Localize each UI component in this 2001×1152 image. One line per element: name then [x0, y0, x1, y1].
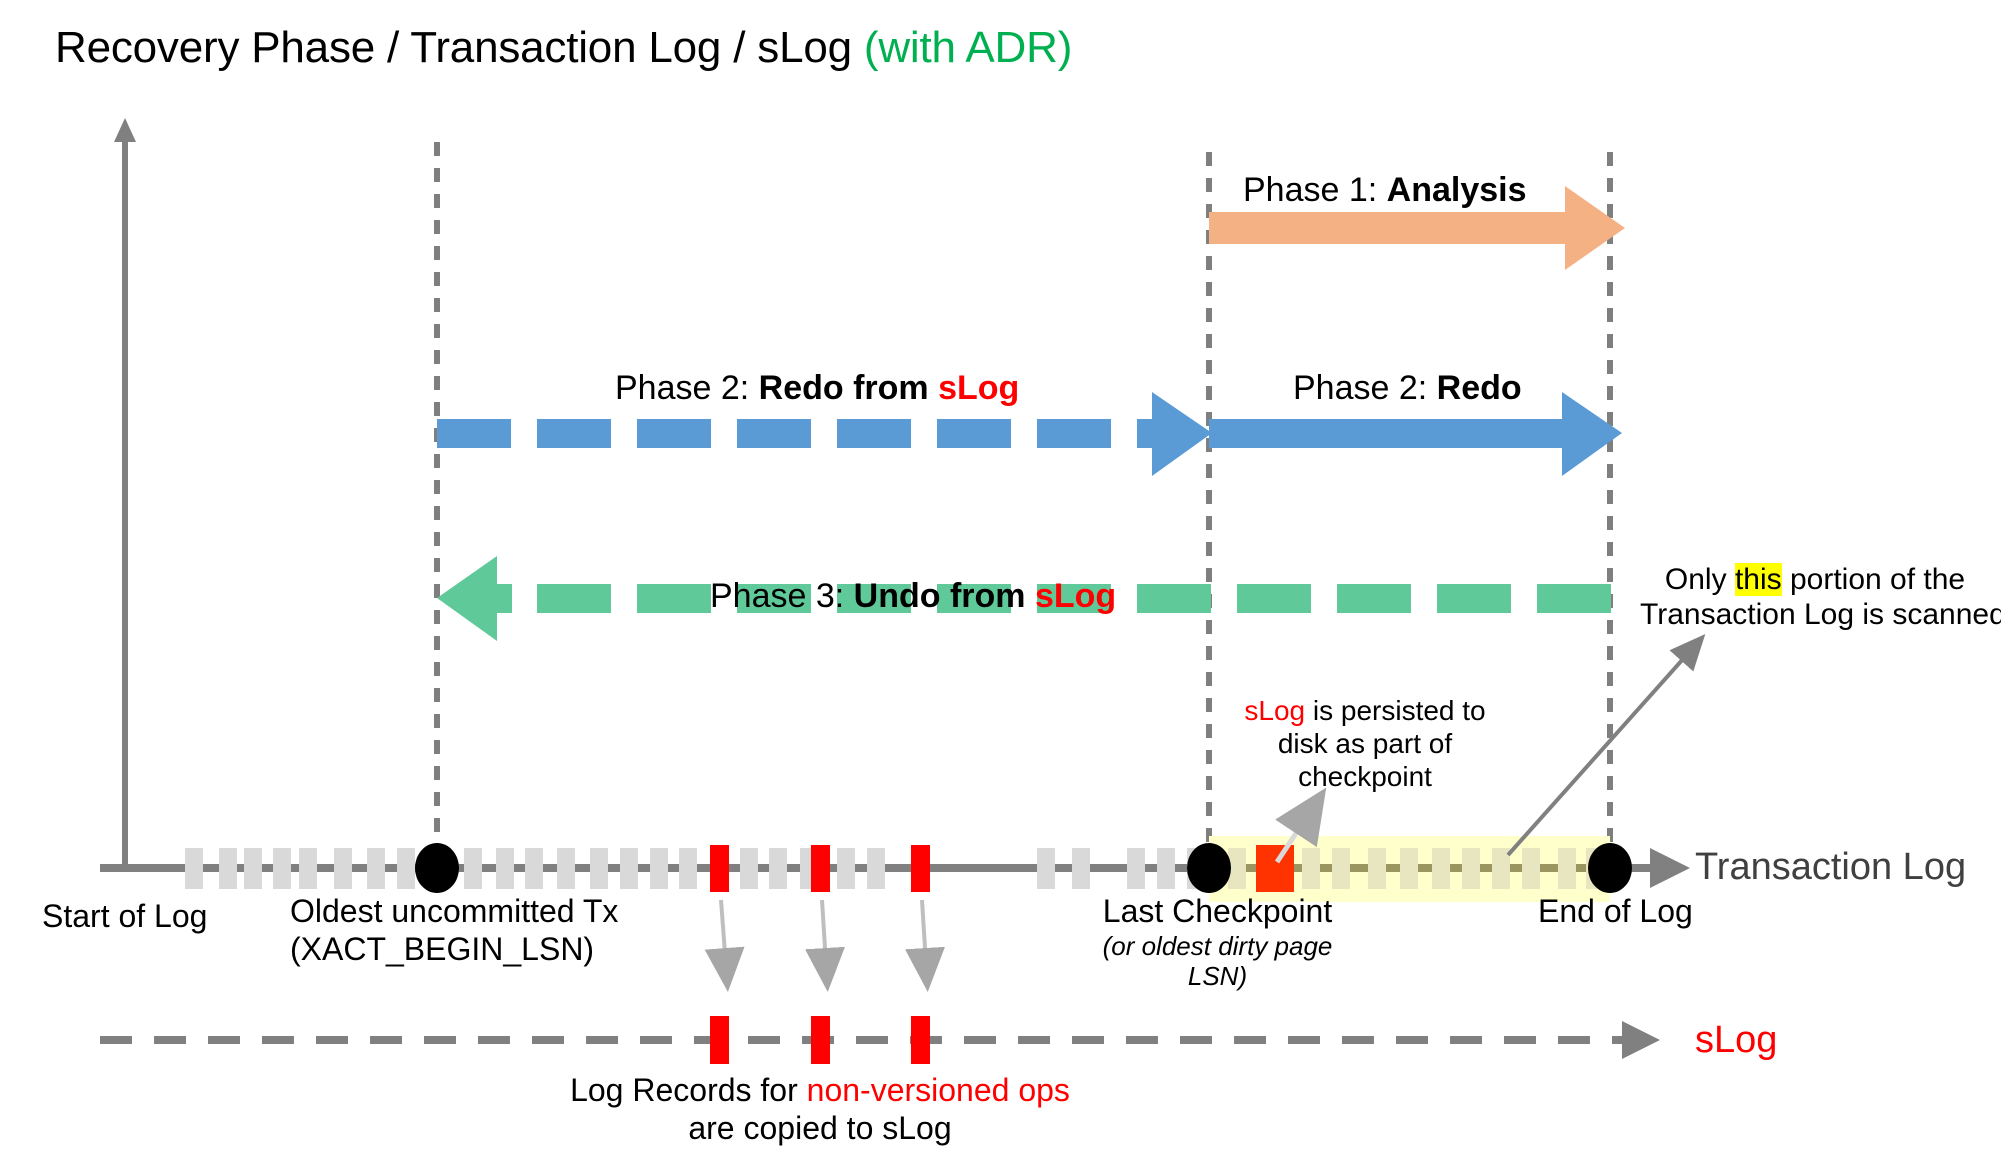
slog-record-blocks [710, 1016, 930, 1064]
oldest-tx-line1: Oldest uncommitted Tx [290, 893, 619, 929]
dot-last-checkpoint [1187, 843, 1231, 893]
marker-label-end-of-log: End of Log [1538, 893, 1693, 929]
only-this-b: portion of the [1781, 563, 1966, 596]
log-record-blocks [185, 848, 1205, 889]
last-checkpoint-line2: (or oldest dirty page [1102, 930, 1333, 961]
note-copied-to-slog: Log Records for non-versioned ops are co… [570, 1072, 1070, 1148]
phase3-undo-from-slog-arrow [437, 556, 1611, 641]
only-this-line1: Only this portion of the [1640, 562, 1990, 597]
phase2a-label: Phase 2: Redo from sLog [615, 368, 1019, 408]
note-only-this-portion: Only this portion of the Transaction Log… [1640, 562, 2001, 633]
scanned-region-log-blocks [1209, 848, 1610, 889]
phase3-label: Phase 3: Undo from sLog [710, 576, 1116, 616]
phase2a-prefix: Phase 2: [615, 369, 759, 407]
slog-persist-rest: is persisted to [1305, 695, 1486, 726]
phase2b-prefix: Phase 2: [1293, 369, 1437, 407]
only-this-highlight: this [1734, 563, 1782, 596]
last-checkpoint-line3: LSN) [1187, 961, 1248, 992]
phase2a-redo-from-slog-arrow [437, 392, 1212, 476]
oldest-tx-line2: (XACT_BEGIN_LSN) [290, 930, 595, 967]
slog-persist-line2: disk as part of [1277, 728, 1453, 760]
phase1-name: Analysis [1386, 171, 1527, 209]
leader-line-only-this [1506, 634, 1706, 857]
note-slog-persisted: sLog is persisted to disk as part of che… [1230, 694, 1500, 793]
copied-accent: non-versioned ops [806, 1072, 1070, 1108]
slog-persist-line1: sLog is persisted to [1230, 694, 1500, 727]
phase1-prefix: Phase 1: [1243, 171, 1387, 209]
copied-line2: are copied to sLog [688, 1109, 952, 1146]
checkpoint-slog-block [1256, 845, 1294, 892]
phase1-label: Phase 1: Analysis [1243, 170, 1527, 210]
phase1-analysis-arrow [1209, 186, 1625, 270]
last-checkpoint-line1: Last Checkpoint [1102, 893, 1333, 929]
phase2a-name-accent: sLog [938, 369, 1020, 407]
copy-to-slog-arrows [704, 899, 945, 992]
copied-line1: Log Records for non-versioned ops [570, 1072, 1070, 1110]
phase3-name: Undo from [853, 577, 1035, 615]
slog-persist-line3: checkpoint [1298, 761, 1432, 793]
leader-line-slog-persist [1274, 787, 1327, 864]
phase3-prefix: Phase 3: [710, 577, 854, 615]
title-main: Recovery Phase / Transaction Log / sLog [55, 23, 864, 72]
vertical-axis [114, 118, 136, 868]
marker-label-start-of-log: Start of Log [42, 898, 208, 934]
title-suffix: (with ADR) [863, 23, 1073, 72]
copied-a: Log Records for [570, 1072, 807, 1108]
phase2a-name: Redo from [758, 369, 939, 407]
marker-label-oldest-tx: Oldest uncommitted Tx (XACT_BEGIN_LSN) [290, 893, 619, 969]
dot-end-of-log [1588, 843, 1632, 893]
transaction-log-axis-label: Transaction Log [1695, 846, 1967, 888]
dot-oldest-tx [415, 843, 459, 893]
only-this-a: Only [1664, 563, 1735, 596]
non-versioned-log-blocks [710, 845, 930, 892]
only-this-line2: Transaction Log is scanned. [1640, 598, 2001, 632]
slog-axis [100, 1021, 1660, 1059]
phase2b-label: Phase 2: Redo [1293, 368, 1522, 408]
phase3-name-accent: sLog [1034, 577, 1117, 615]
marker-label-last-checkpoint: Last Checkpoint (or oldest dirty page LS… [1085, 893, 1350, 992]
lsn-marker-dots [415, 843, 1632, 893]
phase2b-redo-arrow [1209, 392, 1622, 476]
page-title: Recovery Phase / Transaction Log / sLog … [55, 22, 1072, 74]
slog-axis-label: sLog [1695, 1019, 1778, 1061]
phase2b-name: Redo [1436, 369, 1522, 407]
slog-persist-accent: sLog [1244, 695, 1306, 726]
